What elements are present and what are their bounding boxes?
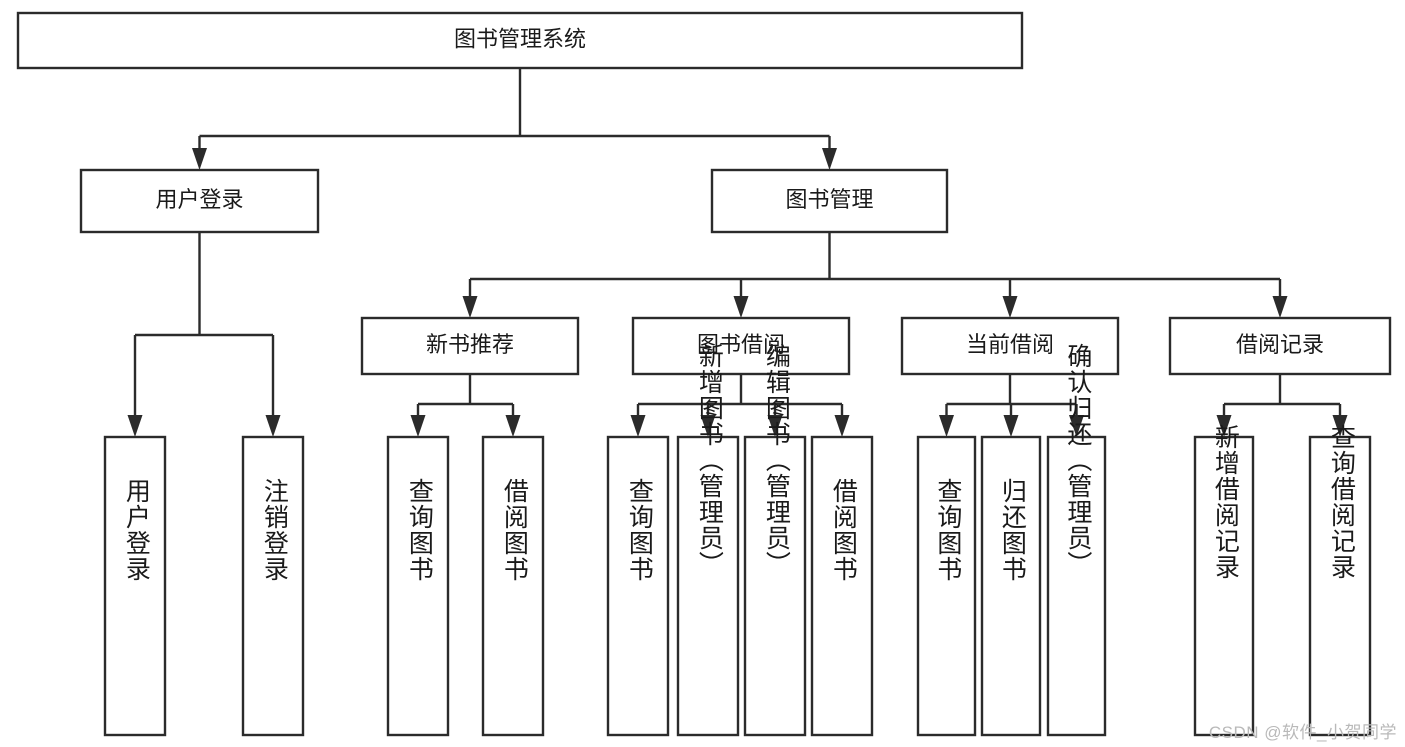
arrow-head-icon: [462, 296, 478, 318]
connector-root: [192, 68, 837, 170]
arrow-head-icon: [700, 415, 716, 437]
node-label-leaf-borrow-book: 借阅图书: [829, 478, 858, 582]
arrow-head-icon: [127, 415, 143, 437]
node-box-user-login[interactable]: [79, 168, 320, 234]
node-leaf-query-books-current[interactable]: 查询图书: [916, 435, 977, 737]
node-box-leaf-query-borrow-record[interactable]: [1308, 435, 1372, 737]
node-label-leaf-borrow-books-recommend: 借阅图书: [500, 478, 529, 582]
connector-user-login: [127, 232, 281, 437]
node-label-leaf-edit-book: 编辑图书（管理员）: [762, 343, 791, 577]
node-label-leaf-add-borrow-record: 新增借阅记录: [1211, 424, 1240, 580]
node-box-leaf-logout[interactable]: [241, 435, 305, 737]
node-label-leaf-query-borrow-record: 查询借阅记录: [1327, 424, 1356, 580]
node-leaf-add-book[interactable]: 新增图书（管理员）: [676, 343, 740, 737]
node-box-leaf-add-borrow-record[interactable]: [1193, 435, 1255, 737]
node-label-leaf-query-books-current: 查询图书: [934, 478, 963, 582]
arrow-head-icon: [733, 296, 749, 318]
node-user-login[interactable]: 用户登录: [79, 168, 320, 234]
node-label-root: 图书管理系统: [454, 26, 586, 51]
node-label-leaf-user-login: 用户登录: [122, 478, 151, 582]
arrow-head-icon: [767, 415, 783, 437]
connector-layer: [127, 68, 1348, 437]
node-box-leaf-query-books-recommend[interactable]: [386, 435, 450, 737]
node-label-new-book-recommend: 新书推荐: [426, 332, 514, 357]
arrow-head-icon: [410, 415, 426, 437]
node-leaf-query-books-recommend[interactable]: 查询图书: [386, 435, 450, 737]
node-label-leaf-add-book: 新增图书（管理员）: [695, 343, 724, 577]
node-label-book-borrow: 图书借阅: [697, 332, 785, 357]
node-box-leaf-return-book[interactable]: [980, 435, 1042, 737]
node-box-borrow-record[interactable]: [1168, 316, 1392, 376]
node-box-root[interactable]: [16, 11, 1024, 70]
arrow-head-icon: [1002, 296, 1018, 318]
node-box-leaf-query-books-borrow[interactable]: [606, 435, 670, 737]
node-label-leaf-query-books-recommend: 查询图书: [405, 478, 434, 582]
node-box-leaf-add-book[interactable]: [676, 435, 740, 737]
arrow-head-icon: [1272, 296, 1288, 318]
node-leaf-confirm-return[interactable]: 确认归还（管理员）: [1046, 343, 1107, 737]
arrow-head-icon: [822, 148, 837, 170]
connector-borrow-record: [1216, 374, 1348, 437]
node-label-leaf-logout: 注销登录: [260, 478, 289, 582]
arrow-head-icon: [630, 415, 646, 437]
connector-current-borrow: [939, 374, 1084, 437]
arrow-head-icon: [1069, 415, 1084, 437]
node-label-leaf-return-book: 归还图书: [998, 478, 1027, 582]
connector-book-borrow: [630, 374, 850, 437]
connector-book-management: [462, 232, 1288, 318]
node-leaf-query-books-borrow[interactable]: 查询图书: [606, 435, 670, 737]
node-leaf-logout[interactable]: 注销登录: [241, 435, 305, 737]
arrow-head-icon: [834, 415, 850, 437]
node-box-new-book-recommend[interactable]: [360, 316, 580, 376]
node-leaf-query-borrow-record[interactable]: 查询借阅记录: [1308, 424, 1372, 737]
node-label-current-borrow: 当前借阅: [966, 332, 1054, 357]
node-leaf-borrow-books-recommend[interactable]: 借阅图书: [481, 435, 545, 737]
node-label-leaf-confirm-return: 确认归还（管理员）: [1064, 343, 1093, 577]
node-box-leaf-borrow-book[interactable]: [810, 435, 874, 737]
node-label-borrow-record: 借阅记录: [1236, 332, 1324, 357]
node-root[interactable]: 图书管理系统: [16, 11, 1024, 70]
arrow-head-icon: [939, 415, 954, 437]
arrow-head-icon: [505, 415, 521, 437]
connector-new-book-recommend: [410, 374, 521, 437]
arrow-head-icon: [265, 415, 281, 437]
node-box-leaf-edit-book[interactable]: [743, 435, 807, 737]
node-leaf-return-book[interactable]: 归还图书: [980, 435, 1042, 737]
node-new-book-recommend[interactable]: 新书推荐: [360, 316, 580, 376]
node-layer: 图书管理系统用户登录图书管理新书推荐图书借阅当前借阅借阅记录用户登录注销登录查询…: [16, 11, 1392, 737]
node-leaf-edit-book[interactable]: 编辑图书（管理员）: [743, 343, 807, 737]
node-box-leaf-user-login[interactable]: [103, 435, 167, 737]
arrow-head-icon: [1332, 415, 1348, 437]
arrow-head-icon: [192, 148, 207, 170]
node-borrow-record[interactable]: 借阅记录: [1168, 316, 1392, 376]
node-box-leaf-query-books-current[interactable]: [916, 435, 977, 737]
node-leaf-user-login[interactable]: 用户登录: [103, 435, 167, 737]
node-box-book-borrow[interactable]: [631, 316, 851, 376]
node-current-borrow[interactable]: 当前借阅: [900, 316, 1120, 376]
node-leaf-add-borrow-record[interactable]: 新增借阅记录: [1193, 424, 1255, 737]
node-box-current-borrow[interactable]: [900, 316, 1120, 376]
node-box-leaf-borrow-books-recommend[interactable]: [481, 435, 545, 737]
node-book-management[interactable]: 图书管理: [710, 168, 949, 234]
arrow-head-icon: [1003, 415, 1019, 437]
node-book-borrow[interactable]: 图书借阅: [631, 316, 851, 376]
node-label-user-login: 用户登录: [155, 187, 243, 212]
node-leaf-borrow-book[interactable]: 借阅图书: [810, 435, 874, 737]
node-box-book-management[interactable]: [710, 168, 949, 234]
arrow-head-icon: [1216, 415, 1232, 437]
watermark-label: CSDN @软件_小贺同学: [1208, 723, 1397, 742]
node-label-leaf-query-books-borrow: 查询图书: [625, 478, 654, 582]
node-label-book-management: 图书管理: [785, 187, 873, 212]
node-box-leaf-confirm-return[interactable]: [1046, 435, 1107, 737]
